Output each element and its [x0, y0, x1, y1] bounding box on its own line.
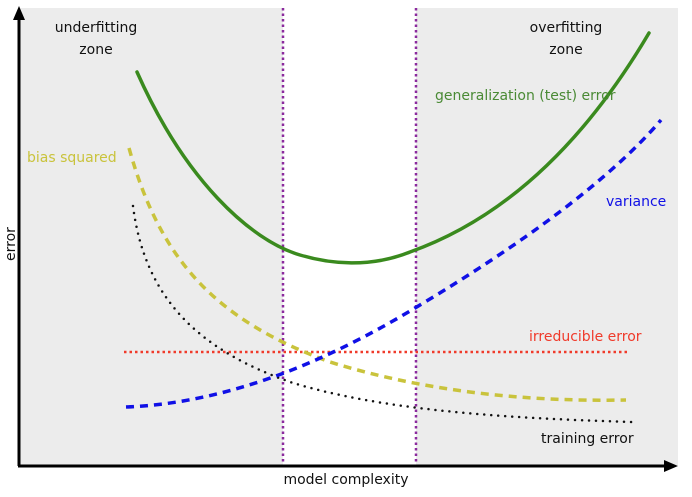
variance-label: variance — [606, 194, 667, 210]
x-axis-arrow-icon — [664, 460, 678, 472]
overfitting-zone-text: zone — [549, 42, 583, 58]
variance-curve — [125, 118, 663, 409]
overfitting-zone-label: overfitting zone — [518, 19, 614, 59]
generalization-error-curve — [135, 31, 651, 265]
training-error-curve — [131, 204, 634, 424]
bias-squared-label: bias squared — [27, 150, 117, 166]
y-axis-arrow-icon — [13, 6, 25, 20]
y-axis-label: error — [2, 227, 19, 261]
underfitting-zone-bg — [18, 8, 283, 465]
underfitting-zone-label: underfitting zone — [40, 19, 152, 59]
overfitting-text: overfitting — [529, 20, 603, 36]
underfitting-text: underfitting — [54, 20, 138, 36]
irreducible-error-label: irreducible error — [529, 329, 642, 345]
bias-squared-curve — [127, 147, 627, 402]
optimal-zone-bg — [283, 8, 416, 465]
generalization-error-label: generalization (test) error — [435, 88, 616, 104]
underfitting-zone-text: zone — [79, 42, 113, 58]
overfitting-zone-bg — [416, 8, 678, 465]
training-error-label: training error — [541, 431, 634, 447]
x-axis-label: model complexity — [283, 472, 409, 488]
